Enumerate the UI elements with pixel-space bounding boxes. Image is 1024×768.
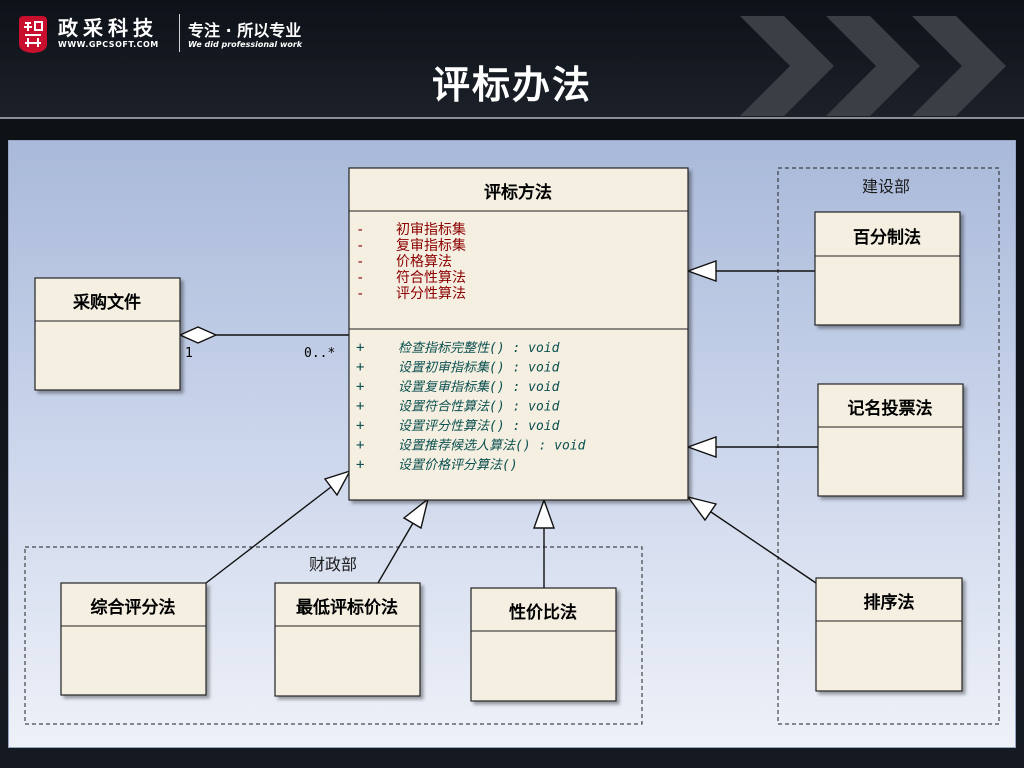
- attribute-name: 符合性算法: [396, 270, 466, 286]
- class-evaluation-method-name: 评标方法: [484, 182, 552, 203]
- operation-signature: 设置初审指标集() : void: [398, 360, 560, 376]
- aggregation-diamond-icon: [178, 326, 218, 344]
- operation-list: + 检查指标完整性() : void + 设置初审指标集() : void + 设置复审指…: [356, 340, 586, 473]
- class-zonghe-pingfen-name: 综合评分法: [91, 597, 176, 618]
- operation-signature: 检查指标完整性() : void: [398, 340, 560, 356]
- attribute-visibility: -: [356, 222, 364, 238]
- package-construction-label: 建设部: [862, 177, 910, 196]
- chevron-arrows-icon: [740, 16, 1006, 116]
- brand-url: WWW.GPCSOFT.COM: [58, 40, 159, 49]
- generalization-arrow-icon: [402, 497, 430, 530]
- brand-slogan: 专注 · 所以专业: [188, 21, 302, 40]
- class-jiming-toupiao[interactable]: 记名投票法: [817, 383, 964, 497]
- operation-signature: 设置推荐候选人算法() : void: [398, 439, 586, 454]
- attribute-visibility: -: [356, 286, 364, 302]
- attribute-name: 复审指标集: [396, 237, 466, 254]
- operation-visibility: +: [356, 457, 364, 473]
- generalization-arrow-icon: [685, 260, 717, 282]
- class-zuidi-pingbiaojia[interactable]: 最低评标价法: [274, 582, 421, 697]
- association-multiplicity-target: 0..*: [304, 346, 335, 361]
- class-xingjiabi-name: 性价比法: [509, 602, 577, 623]
- attribute-name: 价格算法: [396, 254, 452, 270]
- generalization-arrow-icon: [323, 469, 352, 497]
- class-xingjiabi[interactable]: 性价比法: [470, 587, 617, 702]
- class-zonghe-pingfen[interactable]: 综合评分法: [60, 582, 207, 696]
- attribute-name: 初审指标集: [396, 221, 466, 238]
- operation-visibility: +: [356, 340, 364, 356]
- generalization-arrow-icon: [686, 495, 718, 522]
- operation-signature: 设置符合性算法() : void: [398, 400, 560, 415]
- class-paixu[interactable]: 排序法: [815, 577, 963, 692]
- generalization-arrow-icon: [533, 497, 555, 529]
- class-evaluation-method[interactable]: 评标方法 - 初审指标集 - 复审指标集 - 价格算法 - 符合性算法 - 评分性算法 + 检查指标…: [348, 167, 689, 501]
- class-procurement-document[interactable]: 采购文件: [34, 277, 181, 391]
- class-jiming-toupiao-name: 记名投票法: [848, 398, 933, 419]
- class-procurement-document-name: 采购文件: [72, 292, 141, 313]
- class-zuidi-pingbiaojia-name: 最低评标价法: [296, 597, 398, 618]
- attribute-visibility: -: [356, 254, 364, 270]
- attribute-list: - 初审指标集 - 复审指标集 - 价格算法 - 符合性算法 - 评分性算法: [356, 221, 466, 302]
- package-construction: [777, 167, 1000, 725]
- operation-signature: 设置复审指标集() : void: [398, 379, 560, 395]
- operation-visibility: +: [356, 379, 364, 395]
- class-paixu-name: 排序法: [864, 592, 915, 613]
- header-bar: 政采科技 WWW.GPCSOFT.COM 专注 · 所以专业 We did pr…: [0, 0, 1024, 118]
- class-baifenzhi[interactable]: 百分制法: [814, 211, 961, 326]
- attribute-name: 评分性算法: [396, 286, 466, 302]
- header-divider: [0, 117, 1024, 119]
- operation-visibility: +: [356, 438, 364, 454]
- association-multiplicity-source: 1: [185, 346, 193, 361]
- operation-visibility: +: [356, 399, 364, 415]
- generalization-line-zuidi: [377, 522, 414, 584]
- attribute-visibility: -: [356, 238, 364, 254]
- brand-divider: [179, 14, 180, 52]
- company-logo-icon: [19, 16, 47, 53]
- attribute-visibility: -: [356, 270, 364, 286]
- generalization-arrow-icon: [685, 436, 717, 458]
- brand-name: 政采科技: [58, 16, 158, 40]
- class-baifenzhi-name: 百分制法: [853, 227, 921, 248]
- package-finance-label: 财政部: [309, 555, 357, 574]
- operation-visibility: +: [356, 360, 364, 376]
- brand-slogan-english: We did professional work: [188, 40, 303, 49]
- package-finance: [24, 546, 643, 725]
- operation-visibility: +: [356, 418, 364, 434]
- slide-title: 评标办法: [431, 63, 592, 107]
- operation-signature: 设置评分性算法() : void: [398, 419, 560, 434]
- generalization-line-zonghe: [205, 486, 332, 584]
- operation-signature: 设置价格评分算法(): [398, 458, 518, 473]
- generalization-line-paixu: [710, 511, 817, 584]
